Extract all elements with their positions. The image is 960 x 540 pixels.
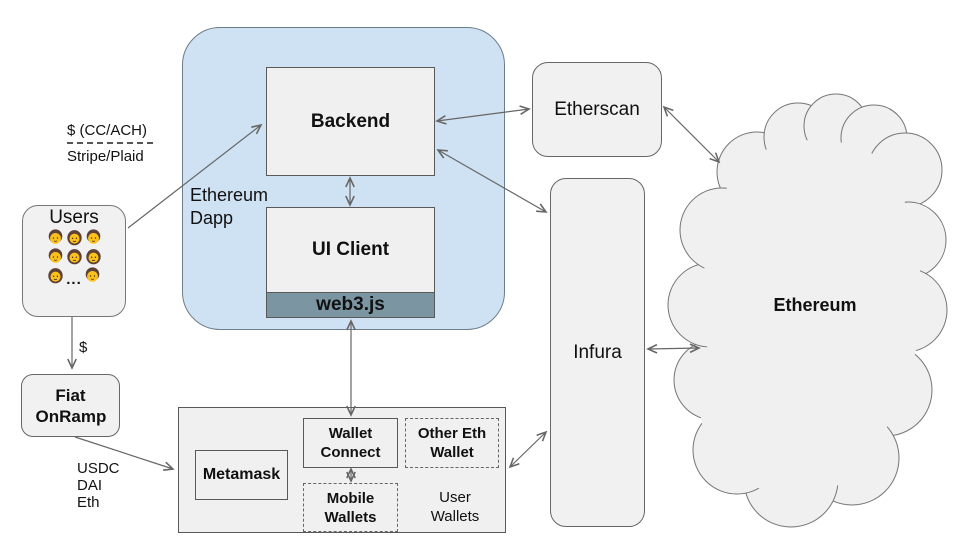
fiat-onramp-label: Fiat OnRamp [35,385,107,426]
payment-note-divider [67,142,153,144]
payment-note-bottom: Stripe/Plaid [67,148,144,165]
mobile-wallets-box: Mobile Wallets [303,483,398,532]
woman-emoji-icon [47,267,64,284]
ethereum-cloud-label: Ethereum [773,295,857,315]
ethereum-dapp-label: Ethereum Dapp [190,185,269,228]
arrow-wallets-infura [510,432,546,467]
token-usdc: USDC [77,460,120,477]
ellipsis-text: ... [66,271,82,288]
backend-box: Backend [266,67,435,176]
tokens-note: USDC DAI Eth [77,460,120,511]
backend-label: Backend [310,110,391,132]
man-emoji-icon [85,229,102,246]
etherscan-label: Etherscan [554,98,640,120]
users-box: Users ... [22,205,126,317]
arrow-infura-ethereum [648,348,699,349]
infura-label: Infura [573,341,622,363]
ui-client-label: UI Client [311,239,390,260]
dollar-label: $ [79,339,88,356]
web3js-label: web3.js [316,294,385,315]
web3js-bar: web3.js [266,292,435,318]
woman-emoji-icon [66,229,83,246]
woman-emoji-icon [85,248,102,265]
users-label: Users [49,207,99,228]
man-emoji-icon [47,248,64,265]
payment-note-top: $ (CC/ACH) [67,122,148,139]
mobile-wallets-label: Mobile Wallets [324,489,377,526]
ui-client-box: UI Client [266,207,435,293]
users-grid: ... [47,228,102,288]
other-eth-wallet-box: Other Eth Wallet [405,418,499,468]
metamask-box: Metamask [195,450,288,500]
woman-emoji-icon [66,248,83,265]
man-emoji-icon [47,229,64,246]
etherscan-box: Etherscan [532,62,662,157]
token-dai: DAI [77,477,103,494]
arrow-etherscan-ethereum [664,107,719,162]
token-eth: Eth [77,494,100,511]
payment-note: $ (CC/ACH) Stripe/Plaid [67,122,162,165]
fiat-onramp-box: Fiat OnRamp [21,374,120,437]
infura-box: Infura [550,178,645,527]
user-wallets-label: User Wallets [430,489,480,525]
wallet-connect-box: Wallet Connect [303,418,398,468]
ethereum-cloud-fill [700,140,922,495]
man-emoji-icon [84,267,101,284]
other-eth-wallet-label: Other Eth Wallet [417,425,487,461]
metamask-label: Metamask [202,466,281,483]
wallet-connect-label: Wallet Connect [320,425,381,461]
